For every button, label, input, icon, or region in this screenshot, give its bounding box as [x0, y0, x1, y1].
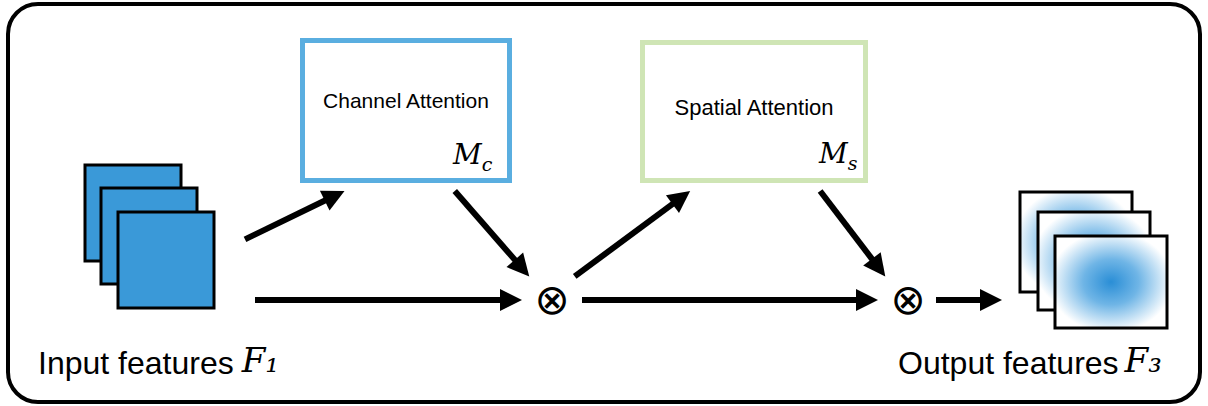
output-feature-stack	[1020, 192, 1167, 328]
input-feature-stack	[85, 165, 214, 308]
operator-symbol: ⊗	[530, 278, 574, 322]
arrow-connector	[582, 297, 866, 303]
arrow-connector	[255, 297, 510, 303]
math-symbol: F₁	[242, 341, 279, 380]
input-features: Input featuresF₁	[85, 165, 215, 308]
box-title: Channel Attention	[323, 89, 489, 113]
spatial-attention-box: Spatial AttentionMs	[640, 40, 868, 183]
operator-symbol: ⊗	[886, 278, 930, 322]
node-label: Output features	[898, 345, 1119, 382]
math-symbol: M	[819, 138, 848, 170]
arrow-connector	[820, 191, 878, 267]
math-symbol: M	[453, 139, 482, 171]
multiply-operator: ⊗	[886, 278, 930, 322]
arrow-connector	[245, 196, 334, 239]
output-features: Output featuresF₃	[1020, 192, 1167, 328]
math-symbol: F₃	[1125, 341, 1162, 380]
arrow-connector	[455, 191, 522, 267]
multiply-operator: ⊗	[530, 278, 574, 322]
channel-attention-box: Channel AttentionMc	[300, 38, 512, 183]
math-subscript: c	[482, 154, 493, 176]
math-subscript: s	[848, 153, 858, 175]
box-title: Spatial Attention	[674, 95, 833, 120]
outer-frame	[8, 4, 1200, 402]
arrow-connector	[575, 198, 681, 276]
arrow-connector	[936, 297, 990, 303]
node-label: Input features	[38, 345, 234, 382]
